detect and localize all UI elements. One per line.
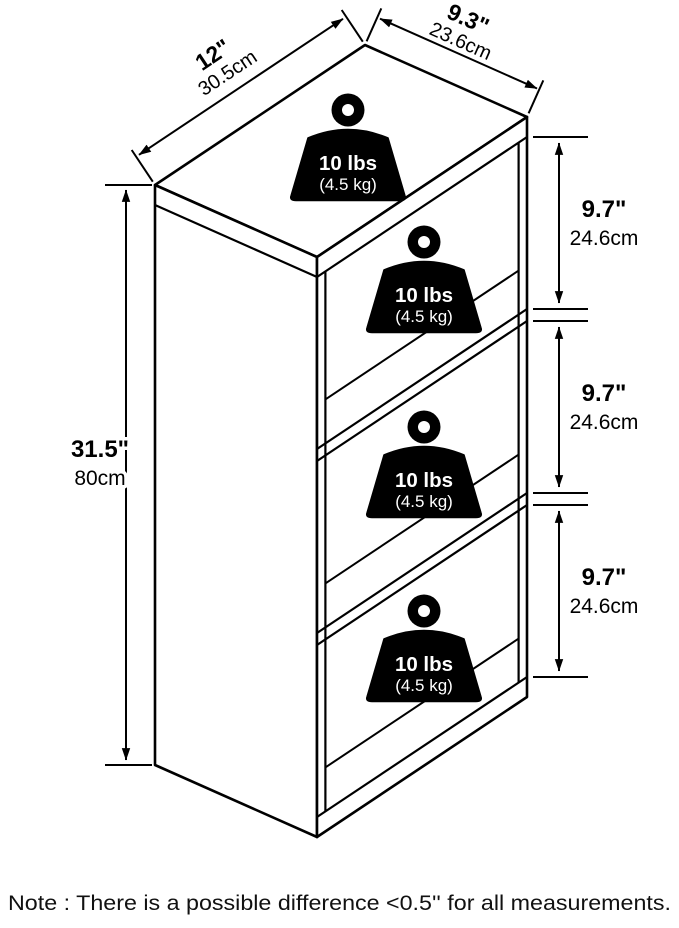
- width-dimension-label: 12" 30.5cm: [180, 24, 261, 100]
- cubby-3-floor-back-edge: [324, 637, 520, 769]
- height-cm: 80cm: [74, 467, 125, 490]
- height-inches: 31.5": [71, 436, 129, 463]
- weight-handle-hole: [418, 236, 430, 248]
- depth-dimension-label: 9.3" 23.6cm: [426, 0, 505, 65]
- extension-line: [130, 149, 154, 183]
- weight-kg-label: (4.5 kg): [395, 492, 453, 511]
- dimension-arrow: [379, 17, 538, 90]
- cubby-2-floor-back-edge: [324, 453, 520, 585]
- shelf-2-front-edge-bottom: [316, 504, 528, 646]
- extension-line: [527, 79, 545, 114]
- weight-lbs-label: 10 lbs: [395, 284, 453, 307]
- section-3-cm: 24.6cm: [570, 595, 639, 618]
- weight-handle-hole: [418, 421, 430, 433]
- weight-body: [366, 260, 482, 334]
- section-dimension-3: 9.7" 24.6cm: [533, 504, 642, 678]
- weight-lbs-label: 10 lbs: [395, 653, 453, 676]
- section-1-cm: 24.6cm: [570, 227, 639, 250]
- height-dimension: 31.5" 80cm: [67, 184, 152, 766]
- weight-lbs-label: 10 lbs: [395, 469, 453, 492]
- dimension-annotations: 12" 30.5cm 9.3" 23.6cm 31.5" 80cm: [67, 0, 642, 766]
- shelf-1-front-edge-bottom: [316, 320, 528, 462]
- side-top-panel-edge: [154, 203, 318, 279]
- weight-handle-hole: [342, 104, 354, 116]
- front-bottom-panel-edge: [316, 676, 528, 818]
- weight-icon-shelf-2: 10 lbs (4.5 kg): [366, 410, 482, 519]
- measurement-note: Note : There is a possible difference <0…: [8, 892, 671, 915]
- extension-line: [340, 9, 364, 43]
- front-top-panel-edge: [316, 136, 528, 278]
- weight-kg-label: (4.5 kg): [395, 676, 453, 695]
- cabinet-left-side-face: [153, 183, 319, 839]
- section-dimension-1: 9.7" 24.6cm: [533, 136, 642, 310]
- weight-kg-label: (4.5 kg): [395, 307, 453, 326]
- weight-lbs-label: 10 lbs: [319, 152, 377, 175]
- section-2-inches: 9.7": [582, 380, 627, 407]
- shelf-front-edges: [316, 308, 528, 646]
- weight-body: [366, 445, 482, 519]
- section-1-inches: 9.7": [582, 196, 627, 223]
- section-dimension-2: 9.7" 24.6cm: [533, 320, 642, 494]
- shelf-2-front-edge-top: [316, 492, 528, 634]
- weight-icon-shelf-3: 10 lbs (4.5 kg): [366, 594, 482, 703]
- cabinet-drawing: [153, 43, 529, 839]
- weight-body: [366, 629, 482, 703]
- panel-thickness-edges: [154, 136, 528, 818]
- shelf-1-front-edge-top: [316, 308, 528, 450]
- cubby-1-floor-back-edge: [324, 269, 520, 401]
- extension-line: [365, 7, 383, 42]
- weight-icon-shelf-1: 10 lbs (4.5 kg): [366, 225, 482, 334]
- cubby-interior-floor-lines: [324, 269, 520, 769]
- dimension-arrow: [138, 17, 344, 156]
- weight-handle-hole: [418, 605, 430, 617]
- section-3-inches: 9.7": [582, 564, 627, 591]
- section-2-cm: 24.6cm: [570, 411, 639, 434]
- weight-kg-label: (4.5 kg): [319, 175, 377, 194]
